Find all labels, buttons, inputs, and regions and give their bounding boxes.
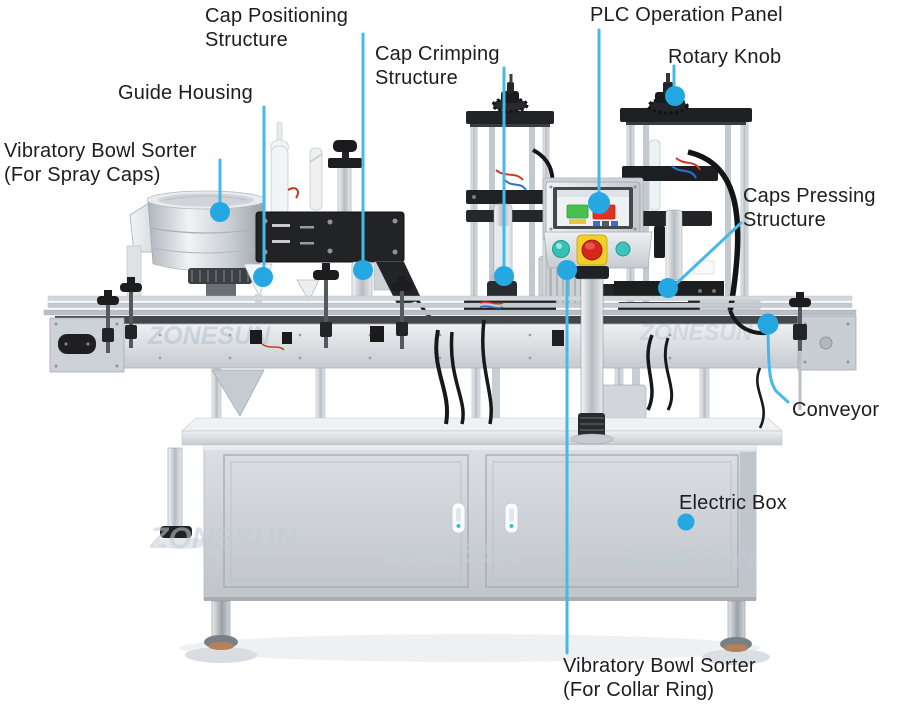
spray-caps-bowl [126, 190, 266, 299]
label-rotary-knob: Rotary Knob [668, 46, 782, 68]
callout-dot-caps-pressing [658, 278, 678, 298]
label-guide-housing: Guide Housing [118, 82, 253, 104]
svg-text:ZONESUN: ZONESUN [149, 522, 298, 555]
label-electric-box: Electric Box [679, 492, 787, 514]
callout-dot-conveyor [757, 313, 779, 335]
leader-conveyor [766, 332, 790, 404]
label-conveyor: Conveyor [792, 399, 880, 421]
callout-dot-cap-crimping [494, 266, 514, 286]
label-vibratory-bowl-spray: Vibratory Bowl Sorter (For Spray Caps) [4, 140, 197, 186]
label-plc-operation-panel: PLC Operation Panel [590, 4, 783, 26]
svg-text:ZONESUN: ZONESUN [617, 543, 756, 574]
cables [434, 309, 767, 429]
under-table-frame [160, 367, 710, 538]
green-button [552, 240, 570, 258]
svg-text:ZONESUN: ZONESUN [382, 537, 521, 568]
label-cap-positioning: Cap Positioning Structure [205, 5, 349, 51]
floor-shadows [156, 537, 770, 665]
callout-dot-guide-housing [253, 267, 273, 287]
label-cap-crimping: Cap Crimping Structure [375, 43, 500, 89]
plc-operation-panel [542, 177, 653, 445]
callout-dot-electric-box [677, 513, 695, 531]
callouts [210, 28, 790, 655]
callout-dot-cap-positioning [353, 260, 373, 280]
callout-dot-rotary-knob [665, 86, 685, 106]
label-caps-pressing: Caps Pressing Structure [743, 185, 876, 231]
electric-box-cabinet: ZONESUN ZONESUN ZONESUN [149, 444, 757, 652]
green-button-2 [615, 241, 631, 257]
leader-caps-pressing [675, 221, 743, 285]
screen-start-button [566, 204, 589, 219]
callout-dot-plc [588, 192, 610, 214]
conveyor: ZONESUN ZONESUN [43, 263, 857, 410]
svg-text:ZONESUN: ZONESUN [639, 319, 753, 345]
label-vibratory-bowl-collar: Vibratory Bowl Sorter (For Collar Ring) [563, 655, 756, 701]
rail-clamps [97, 263, 811, 410]
table [181, 417, 783, 446]
callout-dot-collar-bowl [557, 260, 577, 280]
callout-dot-spray-bowl [210, 202, 230, 222]
cap-positioning-structure [243, 121, 450, 336]
